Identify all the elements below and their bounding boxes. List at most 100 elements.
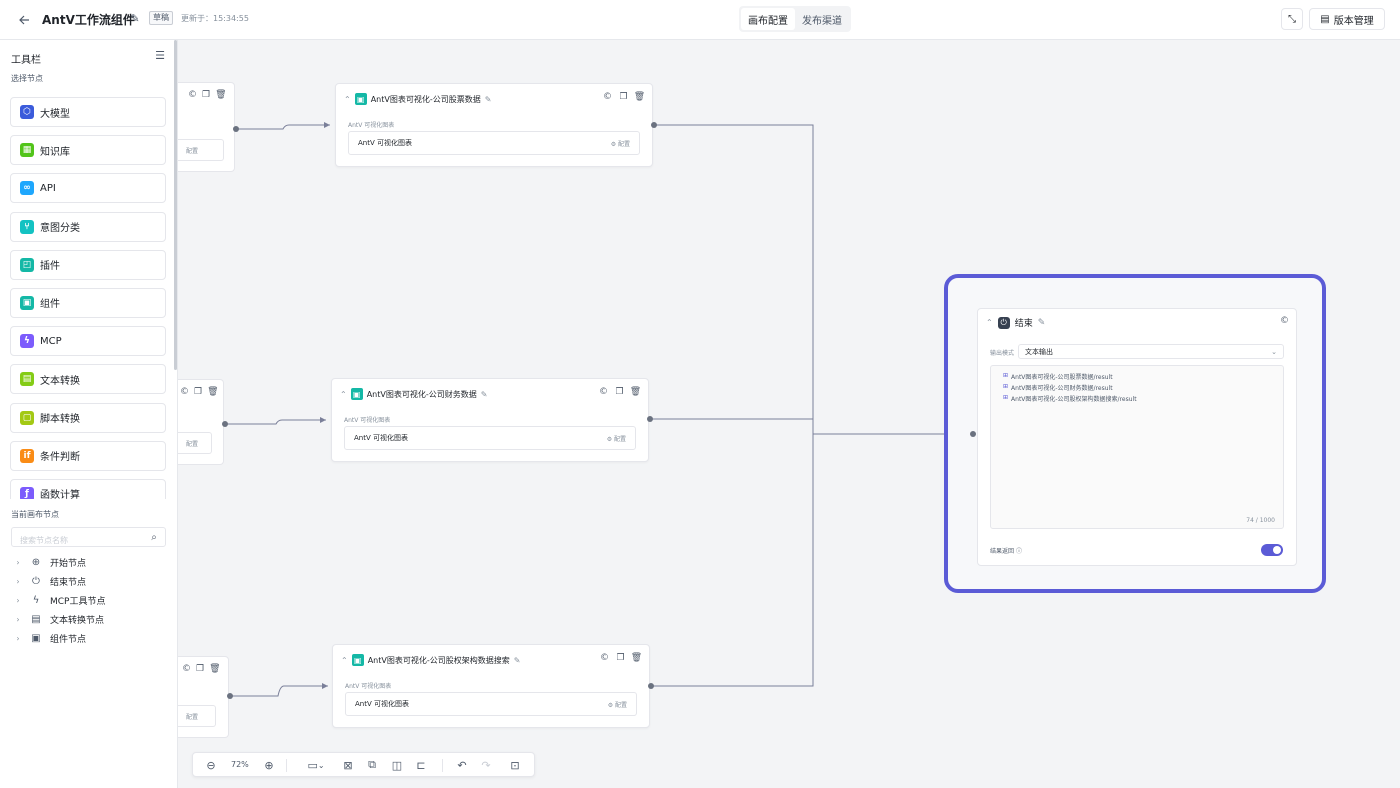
chevron-up-icon[interactable]: ⌃ xyxy=(344,94,351,104)
tool-component[interactable]: ▣组件 xyxy=(10,287,166,318)
tree-item-component[interactable]: ›▣组件节点 xyxy=(14,630,86,646)
copy-icon[interactable]: © xyxy=(603,91,612,102)
delete-icon[interactable]: 🗑 xyxy=(209,664,221,674)
fit-view-icon[interactable]: ⊠ xyxy=(343,758,353,772)
copy-icon[interactable]: © xyxy=(188,90,197,100)
duplicate-icon[interactable]: ❐ xyxy=(615,386,624,397)
partial-node-1[interactable]: © ❐ 🗑 配置 xyxy=(178,82,235,172)
tab-publish-channel[interactable]: 发布渠道 xyxy=(802,15,842,27)
chevron-right-icon[interactable]: › xyxy=(16,595,20,605)
delete-icon[interactable]: 🗑 xyxy=(629,386,642,397)
chevron-right-icon[interactable]: › xyxy=(16,576,20,586)
version-manage-button[interactable]: ▤ 版本管理 xyxy=(1309,8,1385,30)
duplicate-icon[interactable]: ❐ xyxy=(619,91,628,102)
copy-icon[interactable]: © xyxy=(600,652,609,663)
delete-icon[interactable]: 🗑 xyxy=(215,90,227,100)
partial-node-3[interactable]: © ❐ 🗑 配置 xyxy=(178,656,229,738)
duplicate-icon[interactable]: ❐ xyxy=(202,90,211,100)
config-button[interactable]: 配置 xyxy=(178,705,216,727)
tree-item-text-transform[interactable]: ›▤文本转换节点 xyxy=(14,611,104,627)
copy-icon[interactable]: © xyxy=(1280,316,1289,326)
tool-knowledge[interactable]: ▦知识库 xyxy=(10,135,166,166)
config-button[interactable]: ⚙ 配置 xyxy=(607,701,627,709)
edit-title-icon[interactable]: ✎ xyxy=(130,11,140,25)
config-button[interactable]: 配置 xyxy=(178,139,224,161)
config-label: 配置 xyxy=(614,701,627,709)
chevron-right-icon[interactable]: › xyxy=(16,557,20,567)
copy-icon[interactable]: © xyxy=(599,386,608,397)
node-search-box: ⌕ xyxy=(11,527,166,550)
pointer-mode-button[interactable]: ▭⌄ xyxy=(303,758,329,772)
chevron-up-icon[interactable]: ⌃ xyxy=(340,389,347,399)
tool-text-transform[interactable]: ▤文本转换 xyxy=(10,364,166,395)
duplicate-icon[interactable]: ❐ xyxy=(194,387,203,397)
component-node-finance[interactable]: ⌃ ▣ AntV图表可视化-公司财务数据 ✎ © ❐ 🗑 AntV 可视化图表 … xyxy=(331,378,649,462)
tree-item-start[interactable]: ›⊕开始节点 xyxy=(14,554,86,570)
duplicate-icon[interactable]: ❐ xyxy=(196,664,205,674)
tool-script-transform[interactable]: ▢脚本转换 xyxy=(10,402,166,433)
minimap-icon[interactable]: ⊡ xyxy=(510,758,520,772)
align-icon[interactable]: ◫ xyxy=(391,758,403,772)
edit-icon[interactable]: ✎ xyxy=(1037,317,1046,328)
chevron-right-icon[interactable]: › xyxy=(16,633,20,643)
layout-icon[interactable]: ⧉ xyxy=(368,758,376,771)
connector-icon[interactable]: ⊏ xyxy=(416,758,426,772)
back-arrow-icon[interactable] xyxy=(12,8,36,32)
output-port[interactable] xyxy=(647,416,653,422)
search-icon[interactable]: ⌕ xyxy=(151,531,157,543)
partial-node-2[interactable]: © ❐ 🗑 配置 xyxy=(178,379,224,465)
input-port[interactable] xyxy=(970,431,976,437)
collapse-sidebar-icon[interactable]: ☰ xyxy=(155,48,165,62)
component-icon: ▣ xyxy=(350,388,363,400)
component-node-equity[interactable]: ⌃ ▣ AntV图表可视化-公司股权架构数据搜索 ✎ © ❐ 🗑 AntV 可视… xyxy=(332,644,650,728)
output-port[interactable] xyxy=(222,421,228,427)
chevron-up-icon[interactable]: ⌃ xyxy=(986,318,993,327)
output-port[interactable] xyxy=(233,126,239,132)
edit-icon[interactable]: ✎ xyxy=(484,94,492,104)
copy-icon[interactable]: © xyxy=(182,664,191,674)
chevron-up-icon[interactable]: ⌃ xyxy=(341,655,348,665)
fullscreen-button[interactable]: ⤡ xyxy=(1281,8,1303,30)
tab-canvas-config[interactable]: 画布配置 xyxy=(741,8,795,30)
variable-tag: ⊞AntV图表可视化-公司财务数据/result xyxy=(1003,383,1113,392)
output-content-textarea[interactable]: ⊞AntV图表可视化-公司股票数据/result ⊞AntV图表可视化-公司财务… xyxy=(990,365,1284,529)
output-mode-select[interactable]: 文本输出 ⌄ xyxy=(1018,344,1284,359)
edit-icon[interactable]: ✎ xyxy=(513,655,521,665)
zoom-in-icon[interactable]: ⊕ xyxy=(264,758,274,772)
delete-icon[interactable]: 🗑 xyxy=(630,652,643,663)
field-row[interactable]: AntV 可视化图表 ⚙ 配置 xyxy=(344,426,636,450)
config-button[interactable]: ⚙ 配置 xyxy=(606,435,626,443)
config-button[interactable]: ⚙ 配置 xyxy=(610,140,630,148)
node-search-input[interactable] xyxy=(12,531,137,550)
output-port[interactable] xyxy=(651,122,657,128)
delete-icon[interactable]: 🗑 xyxy=(633,91,646,102)
workflow-canvas[interactable]: © ❐ 🗑 配置 © ❐ 🗑 配置 © ❐ 🗑 配置 ⌃ xyxy=(0,40,1400,788)
tool-llm[interactable]: ⬡大模型 xyxy=(10,97,166,127)
help-icon[interactable]: ⓘ xyxy=(1015,548,1022,555)
return-toggle[interactable] xyxy=(1261,544,1283,556)
tool-intent[interactable]: ⑂意图分类 xyxy=(10,211,166,242)
duplicate-icon[interactable]: ❐ xyxy=(616,652,625,663)
output-port[interactable] xyxy=(648,683,654,689)
copy-icon[interactable]: © xyxy=(180,387,189,397)
delete-icon[interactable]: 🗑 xyxy=(207,387,219,397)
undo-icon[interactable]: ↶ xyxy=(457,758,467,772)
sidebar-scrollbar[interactable] xyxy=(174,40,177,370)
end-node[interactable]: ⌃ ⏻ 结束 ✎ © 输出模式 文本输出 ⌄ ⊞AntV图表可视化-公司股票数据… xyxy=(977,308,1297,566)
output-port[interactable] xyxy=(227,693,233,699)
tool-api[interactable]: ∞API xyxy=(10,173,166,204)
chevron-right-icon[interactable]: › xyxy=(16,614,20,624)
config-button[interactable]: 配置 xyxy=(178,432,212,454)
tree-item-end[interactable]: ›⏻结束节点 xyxy=(14,573,86,589)
zoom-out-icon[interactable]: ⊖ xyxy=(206,758,216,772)
tool-plugin[interactable]: ◰插件 xyxy=(10,249,166,280)
field-row[interactable]: AntV 可视化图表 ⚙ 配置 xyxy=(345,692,637,716)
field-row[interactable]: AntV 可视化图表 ⚙ 配置 xyxy=(348,131,640,155)
redo-icon[interactable]: ↷ xyxy=(481,758,491,772)
component-node-stock[interactable]: ⌃ ▣ AntV图表可视化-公司股票数据 ✎ © ❐ 🗑 AntV 可视化图表 … xyxy=(335,83,653,167)
edit-icon[interactable]: ✎ xyxy=(480,389,488,399)
